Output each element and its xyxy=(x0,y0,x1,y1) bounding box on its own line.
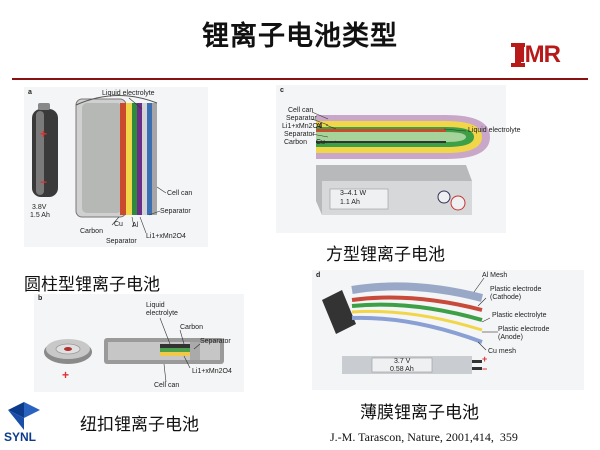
label-carbon: Carbon xyxy=(180,324,203,331)
label-cu: Cu xyxy=(316,139,325,146)
label-cu-mesh: Cu mesh xyxy=(488,348,517,355)
synl-logo-mark xyxy=(8,402,40,430)
synl-logo: SYNL xyxy=(4,400,52,446)
label-electrolyte: Liquid electrolyte xyxy=(468,127,521,134)
title-rule xyxy=(12,78,588,80)
label-separator-right: Separator xyxy=(160,208,191,215)
label-cell-can: Cell can xyxy=(154,382,180,389)
imr-logo-text: IMR xyxy=(519,41,561,68)
label-carbon: Carbon xyxy=(80,228,103,235)
label-cathode: Li1+xMn2O4 xyxy=(192,368,232,375)
label-cell-can: Cell can xyxy=(167,190,193,197)
imr-logo: IMR xyxy=(511,41,581,69)
label-power: 3–4.1 W xyxy=(340,190,367,197)
film-plus-sign: + xyxy=(482,354,488,364)
label-al: Al xyxy=(316,123,323,130)
label-cathode: Li1+xMn2O4 xyxy=(282,123,322,130)
prismatic-cell-illustration xyxy=(311,111,490,215)
label-separator: Separator xyxy=(200,338,231,345)
panel-letter-a: a xyxy=(28,89,32,96)
slide-title: 锂离子电池类型 xyxy=(202,21,398,52)
thin-film-cell-illustration xyxy=(322,277,498,374)
label-capacity: 1.5 Ah xyxy=(30,212,50,219)
label-separator-2: Separator xyxy=(284,131,315,138)
panel-cylindrical: a Liquid electrolyte + − Cell can 3.8V 1… xyxy=(24,87,208,247)
label-electrolyte: Liquid electrolyte xyxy=(146,302,178,317)
label-anode: Plastic electrode (Anode) xyxy=(498,326,550,341)
caption-coin: 纽扣锂离子电池 xyxy=(80,415,199,435)
caption-thin-film: 薄膜锂离子电池 xyxy=(360,403,479,423)
panel-letter-c: c xyxy=(280,87,284,94)
label-capacity: 0.58 Ah xyxy=(390,366,414,373)
cylindrical-cell-illustration xyxy=(32,95,167,234)
label-electrolyte: Plastic electrolyte xyxy=(492,312,547,319)
label-al-mesh: Al Mesh xyxy=(482,272,508,279)
label-electrolyte: Liquid electrolyte xyxy=(102,90,155,97)
label-cathode: Li1+xMn2O4 xyxy=(146,233,186,240)
cell-minus-sign: − xyxy=(40,175,48,189)
label-cathode: Plastic electrode (Cathode) xyxy=(490,286,542,301)
panel-coin: b + Liquid electrolyte Carbon Separator … xyxy=(34,294,244,392)
coin-plus-sign: + xyxy=(62,368,70,382)
citation: J.-M. Tarascon, Nature, 2001,414, 359 xyxy=(330,430,518,444)
label-cell-can: Cell can xyxy=(288,107,314,114)
film-minus-sign: − xyxy=(482,364,488,374)
label-cu: Cu xyxy=(114,221,123,228)
caption-prismatic: 方型锂离子电池 xyxy=(326,245,445,265)
panel-letter-b: b xyxy=(38,295,43,302)
label-al: Al xyxy=(132,222,139,229)
panel-letter-d: d xyxy=(316,272,321,279)
panel-thin-film: d Al Mesh Plastic electrode (Cathode) Pl… xyxy=(312,270,584,390)
coin-cell-illustration xyxy=(44,317,224,383)
label-voltage: 3.7 V xyxy=(394,358,411,365)
panel-prismatic: c Cell can Separator Li1+xMn2O4 Al Separ… xyxy=(276,85,521,233)
label-carbon: Carbon xyxy=(284,139,307,146)
label-voltage: 3.8V xyxy=(32,204,47,211)
cell-plus-sign: + xyxy=(40,127,48,141)
label-capacity: 1.1 Ah xyxy=(340,199,360,206)
label-separator-1: Separator xyxy=(286,115,317,122)
synl-logo-text: SYNL xyxy=(4,430,37,444)
imr-logo-mark xyxy=(511,43,525,67)
label-separator-bottom: Separator xyxy=(106,238,137,245)
caption-cylindrical: 圆柱型锂离子电池 xyxy=(24,275,160,295)
